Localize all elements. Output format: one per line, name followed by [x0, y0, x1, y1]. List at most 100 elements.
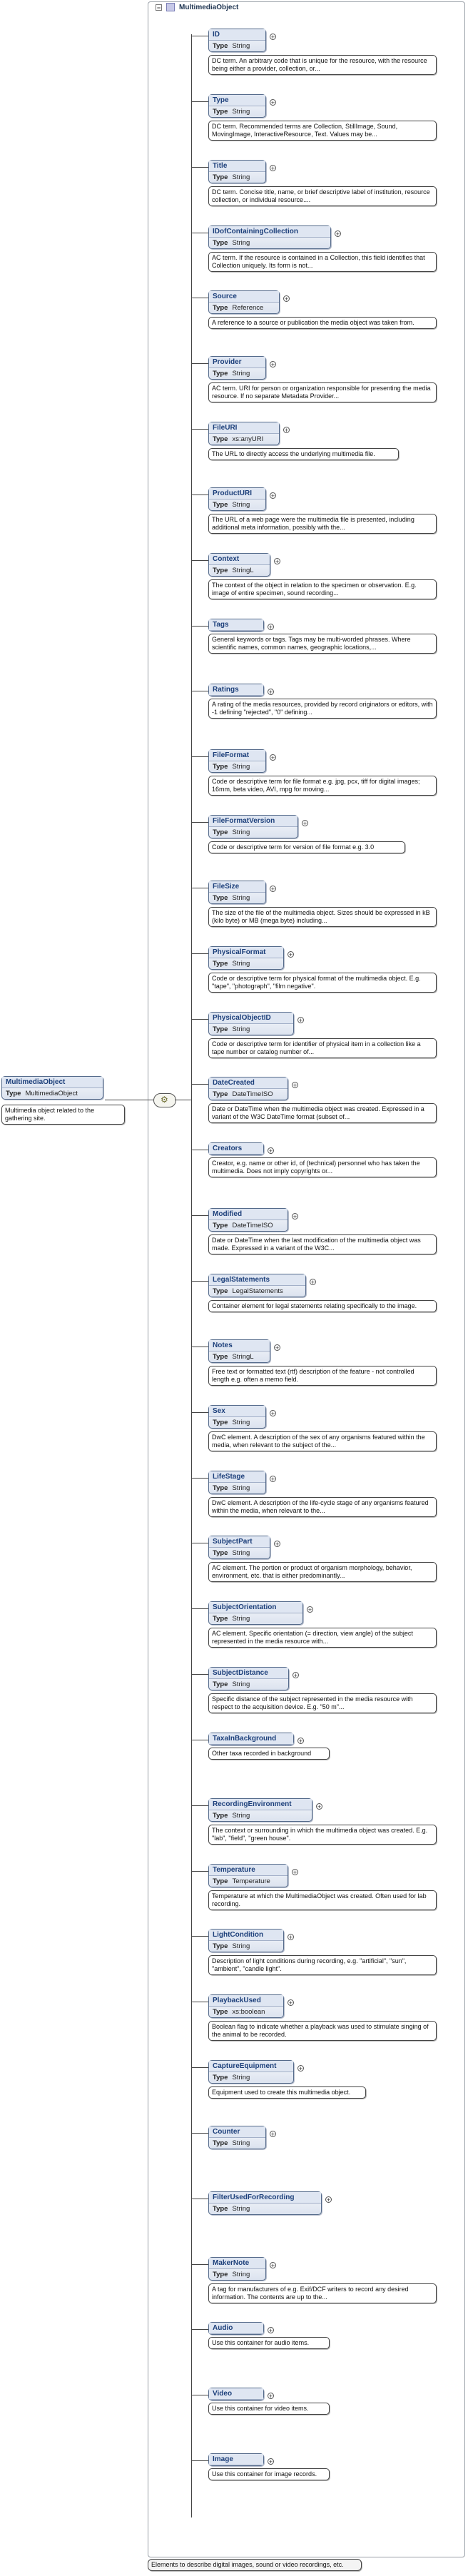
- expand-icon[interactable]: +: [292, 1082, 298, 1089]
- expand-icon[interactable]: +: [270, 754, 276, 761]
- expand-icon[interactable]: +: [270, 1476, 276, 1483]
- collapse-icon[interactable]: −: [156, 4, 162, 11]
- type-label: Type: [213, 960, 228, 968]
- expand-icon[interactable]: +: [292, 1213, 298, 1220]
- branch-line: [191, 1215, 208, 1216]
- expand-icon[interactable]: +: [310, 1279, 316, 1286]
- expand-icon[interactable]: +: [307, 1606, 313, 1613]
- expand-icon[interactable]: +: [302, 820, 308, 827]
- type-label: Type: [213, 1484, 228, 1492]
- expand-icon[interactable]: +: [283, 427, 290, 434]
- expand-icon[interactable]: +: [268, 2393, 274, 2400]
- expand-icon[interactable]: +: [297, 1738, 304, 1745]
- type-label: Type: [213, 1942, 228, 1950]
- element-description: Date or DateTime when the last modificat…: [208, 1234, 437, 1254]
- expand-icon[interactable]: +: [268, 689, 274, 696]
- expand-icon[interactable]: +: [270, 34, 276, 41]
- expand-icon[interactable]: +: [316, 1803, 322, 1810]
- element-description: DC term. Concise title, name, or brief d…: [208, 186, 437, 206]
- expand-icon[interactable]: +: [292, 1672, 299, 1679]
- element-name: Counter: [209, 2126, 265, 2138]
- element-name: Ratings: [209, 684, 263, 696]
- expand-icon[interactable]: +: [325, 2196, 332, 2204]
- element-box-tags[interactable]: Tags: [208, 619, 264, 632]
- expand-icon[interactable]: +: [270, 1410, 276, 1417]
- element-description: Temperature at which the MultimediaObjec…: [208, 1890, 437, 1910]
- expand-icon[interactable]: +: [270, 361, 276, 368]
- expand-icon[interactable]: +: [270, 99, 276, 106]
- expand-icon[interactable]: +: [297, 2065, 304, 2072]
- expand-icon[interactable]: +: [274, 558, 280, 565]
- element-description: AC term. URI for person or organization …: [208, 382, 437, 402]
- expand-icon[interactable]: +: [270, 492, 276, 500]
- expand-icon[interactable]: +: [288, 951, 294, 958]
- element-box-taxa-in-background[interactable]: TaxaInBackground: [208, 1733, 294, 1745]
- expand-icon[interactable]: +: [268, 2458, 274, 2465]
- type-value: String: [232, 2139, 250, 2147]
- expand-icon[interactable]: +: [288, 1934, 294, 1941]
- element-box-video[interactable]: Video: [208, 2388, 264, 2400]
- expand-icon[interactable]: +: [270, 886, 276, 893]
- expand-icon[interactable]: +: [270, 165, 276, 172]
- element-description: Other taxa recorded in background: [208, 1748, 330, 1760]
- type-label: Type: [213, 2008, 228, 2016]
- expand-icon[interactable]: +: [274, 1344, 280, 1352]
- element-box-creators[interactable]: Creators: [208, 1142, 264, 1155]
- element-box-audio[interactable]: Audio: [208, 2322, 264, 2335]
- element-name: Sex: [209, 1406, 265, 1417]
- type-label: Type: [213, 1812, 228, 1820]
- expand-icon[interactable]: +: [268, 1147, 274, 1155]
- expand-icon[interactable]: +: [292, 1869, 298, 1876]
- type-value: String: [232, 828, 250, 836]
- expand-icon[interactable]: +: [335, 230, 341, 238]
- expand-icon[interactable]: +: [270, 2131, 276, 2138]
- expand-icon[interactable]: +: [268, 2327, 274, 2334]
- expand-icon[interactable]: +: [270, 2262, 276, 2269]
- type-value: String: [232, 1484, 250, 1492]
- expand-icon[interactable]: +: [274, 1541, 280, 1548]
- expand-icon[interactable]: +: [268, 624, 274, 631]
- element-description: AC term. If the resource is contained in…: [208, 252, 437, 272]
- expand-icon[interactable]: +: [297, 1017, 304, 1024]
- type-value: xs:anyURI: [232, 435, 264, 443]
- element-description: Code or descriptive term for identifier …: [208, 1038, 437, 1058]
- expand-icon[interactable]: +: [288, 1999, 294, 2007]
- element-box-image[interactable]: Image: [208, 2453, 264, 2466]
- element-name: ID: [209, 29, 265, 41]
- expand-icon[interactable]: +: [283, 295, 290, 303]
- element-box-ratings[interactable]: Ratings: [208, 684, 264, 696]
